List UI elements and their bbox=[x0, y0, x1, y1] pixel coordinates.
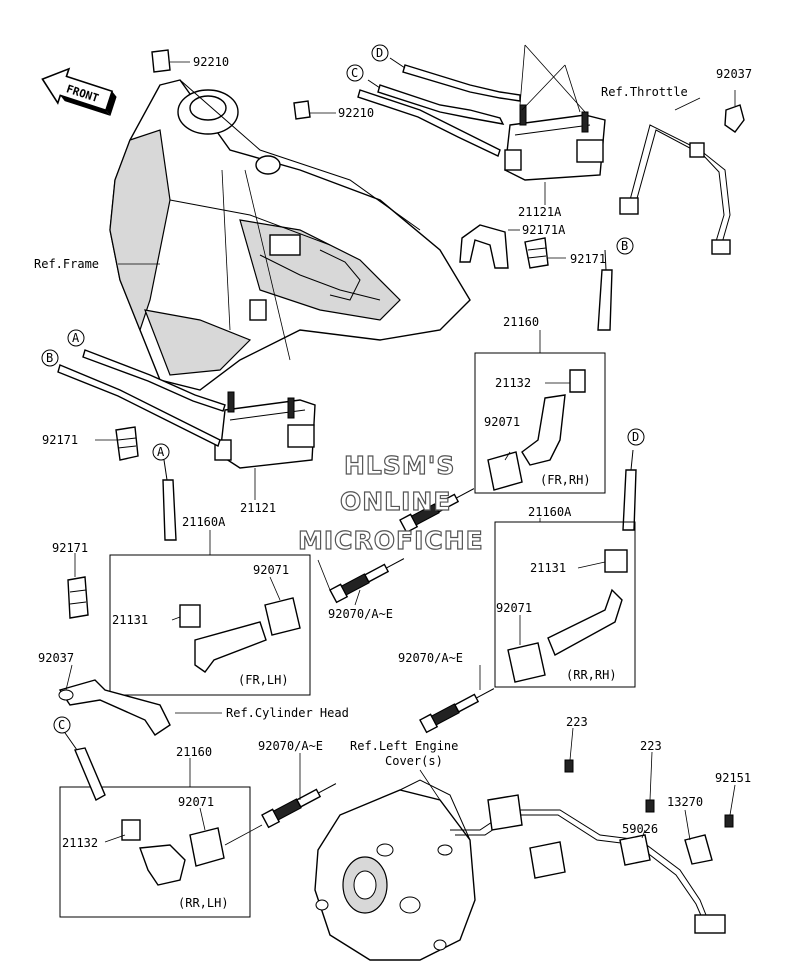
cylinder-head-bracket bbox=[58, 679, 171, 736]
label-92151: 92151 bbox=[715, 771, 751, 785]
svg-text:ONLINE: ONLINE bbox=[340, 487, 451, 516]
label-ref-frame: Ref.Frame bbox=[34, 257, 99, 271]
part-labels: 92210 92210 92037 Ref.Throttle Ref.Frame… bbox=[34, 55, 752, 910]
svg-text:A: A bbox=[157, 445, 165, 459]
spark-plug-1 bbox=[399, 488, 475, 534]
throttle-bracket bbox=[619, 104, 745, 255]
cap-92210-b bbox=[293, 100, 311, 120]
label-223-b: 223 bbox=[640, 739, 662, 753]
label-ref-left-cover-2: Cover(s) bbox=[385, 754, 443, 768]
spark-plug-3 bbox=[419, 688, 495, 734]
svg-text:HLSM'S: HLSM'S bbox=[344, 451, 455, 480]
label-ref-throttle: Ref.Throttle bbox=[601, 85, 688, 99]
label-92070-a: 92070/A~E bbox=[328, 607, 393, 621]
clamp-92171-lower bbox=[67, 576, 89, 619]
label-21160A-b: 21160A bbox=[528, 505, 572, 519]
ignition-coil-21121A bbox=[504, 104, 606, 181]
label-fr-lh: (FR,LH) bbox=[238, 673, 289, 687]
box-rr-rh bbox=[494, 521, 636, 688]
callout-a-lower: A bbox=[152, 443, 170, 461]
spark-plug-2 bbox=[329, 558, 405, 604]
callout-c-lower: C bbox=[53, 716, 71, 734]
lead-rod-b bbox=[597, 249, 613, 331]
label-21121A: 21121A bbox=[518, 205, 562, 219]
clamp-92171-left bbox=[115, 426, 139, 461]
label-223-a: 223 bbox=[566, 715, 588, 729]
svg-text:A: A bbox=[72, 331, 80, 345]
label-92071-b: 92071 bbox=[253, 563, 289, 577]
label-fr-rh: (FR,RH) bbox=[540, 473, 591, 487]
lead-wire-a-b bbox=[57, 349, 226, 447]
pickup-coil-harness bbox=[450, 759, 734, 934]
callout-b-right: B bbox=[616, 237, 634, 255]
svg-text:B: B bbox=[621, 239, 628, 253]
label-92171-b: 92171 bbox=[42, 433, 78, 447]
ignition-coil-21121 bbox=[214, 391, 316, 469]
label-rr-lh: (RR,LH) bbox=[178, 896, 229, 910]
cap-92210-a bbox=[151, 49, 171, 73]
left-engine-cover bbox=[314, 779, 476, 961]
svg-text:C: C bbox=[351, 66, 358, 80]
label-92210-b: 92210 bbox=[338, 106, 374, 120]
frame-drawing bbox=[109, 79, 471, 391]
lead-rod-c bbox=[62, 729, 106, 801]
watermark: HLSM'S ONLINE MICROFICHE bbox=[297, 450, 484, 555]
lead-wire-c-d bbox=[357, 57, 521, 157]
plug-cap-fr-lh bbox=[179, 597, 301, 673]
lead-rod-a bbox=[162, 459, 177, 541]
label-92071-c: 92071 bbox=[496, 601, 532, 615]
label-ref-left-cover-1: Ref.Left Engine bbox=[350, 739, 458, 753]
plug-cap-rr-rh bbox=[507, 549, 628, 683]
label-92071-d: 92071 bbox=[178, 795, 214, 809]
lead-rod-d bbox=[622, 449, 637, 531]
clamp-92171A bbox=[459, 224, 509, 269]
label-ref-cylinder-head: Ref.Cylinder Head bbox=[226, 706, 349, 720]
label-92037-a: 92037 bbox=[716, 67, 752, 81]
svg-text:C: C bbox=[58, 718, 65, 732]
callout-b-left: B bbox=[41, 349, 59, 367]
label-92171-a: 92171 bbox=[570, 252, 606, 266]
front-arrow: FRONT bbox=[41, 67, 117, 116]
label-rr-rh: (RR,RH) bbox=[566, 668, 617, 682]
plug-cap-fr-rh bbox=[487, 369, 586, 491]
callout-d-upper: D bbox=[371, 44, 389, 62]
label-21131-a: 21131 bbox=[530, 561, 566, 575]
svg-text:D: D bbox=[632, 430, 639, 444]
label-92071-a: 92071 bbox=[484, 415, 520, 429]
label-92070-b: 92070/A~E bbox=[398, 651, 463, 665]
label-92210-a: 92210 bbox=[193, 55, 229, 69]
label-21131-b: 21131 bbox=[112, 613, 148, 627]
label-21160-b: 21160 bbox=[176, 745, 212, 759]
svg-text:D: D bbox=[376, 46, 383, 60]
spark-plug-4 bbox=[261, 783, 337, 829]
label-59026: 59026 bbox=[622, 822, 658, 836]
svg-text:MICROFICHE: MICROFICHE bbox=[298, 526, 484, 555]
label-92171A: 92171A bbox=[522, 223, 566, 237]
label-92070-c: 92070/A~E bbox=[258, 739, 323, 753]
box-rr-lh bbox=[59, 786, 251, 918]
label-21121: 21121 bbox=[240, 501, 276, 515]
label-21160A-a: 21160A bbox=[182, 515, 226, 529]
label-21132-b: 21132 bbox=[62, 836, 98, 850]
label-92171-c: 92171 bbox=[52, 541, 88, 555]
label-21132-a: 21132 bbox=[495, 376, 531, 390]
clamp-92171-upper bbox=[524, 237, 549, 269]
callout-a-upper: A bbox=[67, 329, 85, 347]
label-13270: 13270 bbox=[667, 795, 703, 809]
plug-cap-rr-lh bbox=[121, 819, 225, 886]
label-21160-a: 21160 bbox=[503, 315, 539, 329]
leader-lines bbox=[65, 44, 736, 846]
label-92037-b: 92037 bbox=[38, 651, 74, 665]
callout-d-lower: D bbox=[627, 428, 645, 446]
svg-text:B: B bbox=[46, 351, 53, 365]
callout-c-upper: C bbox=[346, 64, 364, 82]
